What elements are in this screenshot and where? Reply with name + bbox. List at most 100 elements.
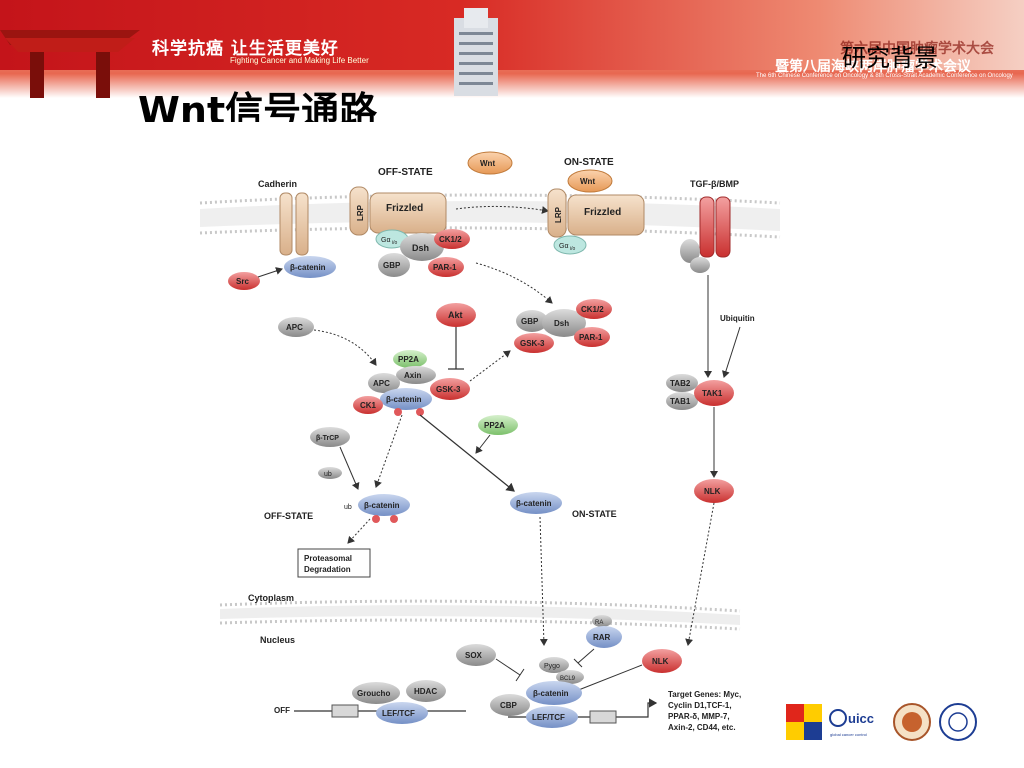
pygo-label: Pygo xyxy=(544,663,560,670)
par1-label-mid: PAR-1 xyxy=(579,333,603,342)
apc-protein-free xyxy=(278,317,314,337)
apc-protein-complex xyxy=(368,373,400,393)
galpha-sub-right: i/o xyxy=(570,246,576,252)
galpha-label-right: Gα xyxy=(559,243,569,250)
tab1-label: TAB1 xyxy=(670,397,691,406)
sox-label: SOX xyxy=(465,651,483,660)
groucho-protein xyxy=(352,682,400,704)
dsh-label-top: Dsh xyxy=(412,243,429,253)
beta-catenin-on xyxy=(510,492,562,514)
akt-protein xyxy=(436,303,476,327)
cae-logo xyxy=(786,704,822,740)
proteasomal-degradation-box xyxy=(297,548,371,578)
arrow-complex-to-degradation xyxy=(374,414,403,488)
nucleus-label: Nucleus xyxy=(260,635,295,645)
pygo-protein xyxy=(539,657,569,673)
wnt-free-label: Wnt xyxy=(480,159,495,168)
uicc-subtext: global cancer control xyxy=(830,732,867,737)
frizzled-receptor-on xyxy=(547,188,645,238)
lrp-label-right: LRP xyxy=(554,206,563,223)
beta-catenin-on-label: β-catenin xyxy=(516,499,552,508)
phospho-off-1 xyxy=(372,515,380,523)
pp2a-free-label: PP2A xyxy=(484,421,505,430)
tgf-receptor xyxy=(680,196,731,273)
hdac-protein xyxy=(406,680,446,702)
frizzled-receptor-off xyxy=(349,186,447,236)
rar-protein xyxy=(586,626,622,648)
hdac-label: HDAC xyxy=(414,687,437,696)
lef-on-label: LEF/TCF xyxy=(532,713,565,722)
galpha-sub-left: i/o xyxy=(392,240,398,246)
sox-protein xyxy=(456,644,496,666)
arrow-apc-to-complex xyxy=(313,329,377,366)
header-background xyxy=(0,0,1024,70)
btrcp-label: β-TrCP xyxy=(316,435,339,442)
groucho-label: Groucho xyxy=(357,689,390,698)
beta-catenin-complex-label: β-catenin xyxy=(386,395,422,404)
hospital-seal-logo xyxy=(939,703,977,741)
university-seal-logo xyxy=(893,703,931,741)
nlk-protein-cytoplasm xyxy=(694,479,734,503)
ubiquitin-label: Ubiquitin xyxy=(720,314,755,323)
par1-protein-top xyxy=(428,257,464,277)
ck1-complex-label: CK1 xyxy=(360,401,377,410)
target-line-2: Cyclin D1,TCF-1, xyxy=(668,701,732,710)
lef-off-label: LEF/TCF xyxy=(382,709,415,718)
arrow-src-to-bcat xyxy=(257,267,283,278)
src-label: Src xyxy=(236,277,249,286)
galpha-protein-right xyxy=(553,235,587,255)
ub-label: ub xyxy=(324,471,332,478)
phospho-site-2 xyxy=(416,408,424,416)
apc-free-label: APC xyxy=(286,323,303,332)
inhibit-rar xyxy=(573,648,595,668)
pp2a-complex-label: PP2A xyxy=(398,355,419,364)
gsk3-protein-complex xyxy=(430,378,470,400)
section-label: 研究背景 xyxy=(842,44,938,72)
apc-complex-label: APC xyxy=(373,379,390,388)
cbp-protein xyxy=(490,694,530,716)
target-genes: Target Genes: Myc, Cyclin D1,TCF-1, PPAR… xyxy=(668,690,741,732)
ra-molecule xyxy=(592,615,612,627)
arrow-btrcp-to-bcat xyxy=(339,446,360,490)
dna-on-block xyxy=(589,710,617,724)
beta-catenin-complex xyxy=(380,388,432,410)
hospital-building-image xyxy=(454,8,498,96)
arrow-nlk-to-nucleus xyxy=(685,502,715,646)
wnt-ligand-bound xyxy=(567,169,613,193)
gsk3-protein-mid xyxy=(514,333,554,353)
tgf-label: TGF-β/BMP xyxy=(690,179,739,189)
conference-name-line1: 第六届中国肿瘤学术大会 xyxy=(840,41,994,57)
gsk3-label-mid: GSK-3 xyxy=(520,339,545,348)
tab2-label: TAB2 xyxy=(670,379,691,388)
ck12-protein-top xyxy=(434,229,470,249)
src-protein xyxy=(228,272,260,290)
beta-catenin-off xyxy=(358,494,410,516)
tak1-label: TAK1 xyxy=(702,389,723,398)
cbp-label: CBP xyxy=(500,701,518,710)
arrow-on-to-nucleus xyxy=(539,516,548,646)
degradation-line2: Degradation xyxy=(304,565,351,574)
degradation-line1: Proteasomal xyxy=(304,554,352,563)
gbp-label-mid: GBP xyxy=(521,317,539,326)
pp2a-protein-free xyxy=(478,415,518,435)
beta-catenin-nuc-label: β-catenin xyxy=(533,689,569,698)
bcl9-protein xyxy=(556,670,584,684)
arrow-off-to-degradation xyxy=(347,518,371,544)
header-banner: 科学抗癌 让生活更美好 Fighting Cancer and Making L… xyxy=(0,0,1024,98)
beta-catenin-off-label: β-catenin xyxy=(364,501,400,510)
nlk-protein-nucleus xyxy=(642,649,682,673)
target-line-3: PPAR-δ, MMP-7, xyxy=(668,712,730,721)
lef-tcf-on xyxy=(526,706,578,728)
bcl9-label: BCL9 xyxy=(560,676,576,682)
frizzled-label-left: Frizzled xyxy=(386,203,423,214)
nlk-nuc-label: NLK xyxy=(652,657,669,666)
conference-name-line2: 暨第八届海峡两岸肿瘤学术会议 xyxy=(775,59,971,75)
wnt-bound-label: Wnt xyxy=(580,177,595,186)
inhibit-akt-gsk3 xyxy=(448,327,464,370)
on-state-mid-label: ON-STATE xyxy=(572,509,617,519)
cadherin-label: Cadherin xyxy=(258,179,297,189)
par1-label-top: PAR-1 xyxy=(433,263,457,272)
tab1-protein xyxy=(666,392,698,410)
arrow-gsk3-to-active xyxy=(469,350,511,382)
par1-protein-mid xyxy=(574,327,610,347)
